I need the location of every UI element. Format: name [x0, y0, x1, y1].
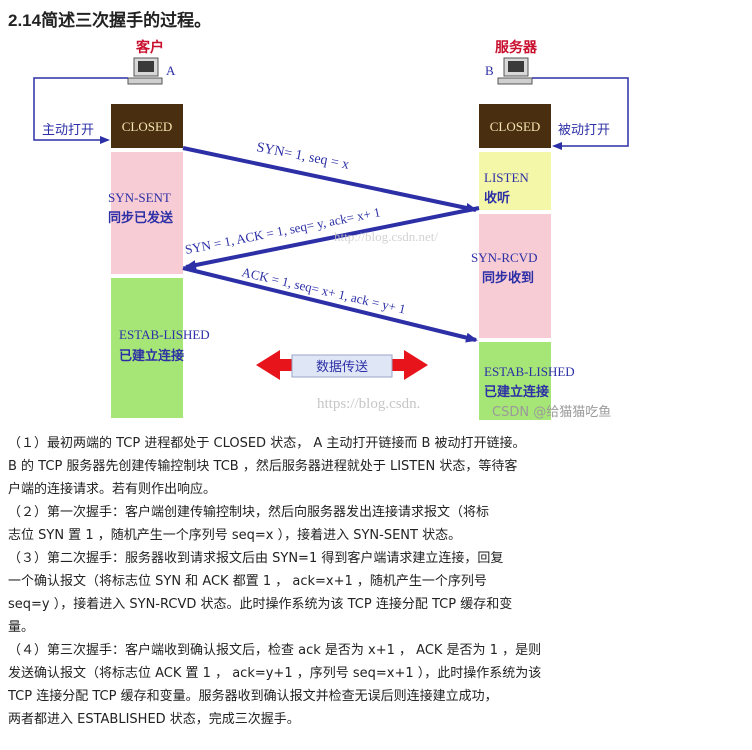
listen-cn-label: 收听	[484, 190, 510, 206]
syn-sent-box	[111, 152, 183, 274]
server-letter: B	[485, 63, 494, 78]
server-computer-icon	[497, 57, 533, 85]
syn-sent-cn-label: 同步已发送	[108, 210, 174, 226]
passive-open-arrow	[532, 77, 629, 150]
server-established-label: ESTAB-LISHED	[484, 364, 575, 379]
syn-rcvd-box	[479, 214, 551, 338]
syn-ack-arrow	[184, 206, 480, 270]
paragraph-step-2: （２）第一次握手：客户端创建传输控制块，然后向服务器发出连接请求报文（将标 志位…	[8, 505, 490, 543]
client-closed-box	[111, 104, 183, 148]
ack-arrow	[182, 266, 478, 343]
client-closed-label: CLOSED	[122, 119, 173, 134]
data-transfer-label: 数据传送	[316, 360, 368, 375]
listen-label: LISTEN	[484, 170, 529, 185]
active-open-arrow	[33, 77, 128, 144]
csdn-credit: CSDN @给猫猫吃鱼	[492, 404, 611, 420]
watermark-bottom: https://blog.csdn.	[317, 396, 420, 412]
server-title: 服务器	[495, 39, 538, 56]
client-letter: A	[166, 63, 176, 78]
syn-sent-label: SYN-SENT	[108, 190, 171, 205]
client-established-label: ESTAB-LISHED	[119, 327, 210, 342]
paragraph-step-4: （４）第三次握手：客户端收到确认报文后，检查 ack 是否为 x+1 ， ACK…	[8, 643, 542, 727]
ack-message: ACK = 1, seq= x+ 1, ack = y+ 1	[240, 264, 407, 316]
client-established-box	[111, 278, 183, 418]
client-established-cn-label: 已建立连接	[119, 348, 184, 364]
syn-arrow	[182, 146, 478, 213]
server-closed-label: CLOSED	[490, 119, 541, 134]
client-computer-icon	[127, 57, 163, 85]
server-established-box	[479, 342, 551, 420]
client-title: 客户	[135, 39, 164, 56]
handshake-diagram: 客户 服务器 A B CLOSED SYN-SENT 同步已发送 ESTAB-L…	[24, 34, 638, 427]
watermark-mid: http://blog.csdn.net/	[334, 229, 438, 244]
paragraph-step-3: （３）第二次握手：服务器收到请求报文后由 SYN=1 得到客户端请求建立连接，回…	[8, 551, 513, 635]
active-open-label: 主动打开	[42, 123, 94, 138]
syn-rcvd-cn-label: 同步收到	[482, 270, 534, 286]
listen-box	[479, 152, 551, 210]
page-title: 2.14简述三次握手的过程。	[8, 11, 212, 30]
paragraph-step-1: （１）最初两端的 TCP 进程都处于 CLOSED 状态， A 主动打开链接而 …	[8, 436, 526, 497]
syn-rcvd-label: SYN-RCVD	[471, 250, 537, 265]
server-closed-box	[479, 104, 551, 148]
server-established-cn-label: 已建立连接	[484, 384, 549, 400]
data-transfer-arrow	[256, 350, 428, 380]
passive-open-label: 被动打开	[558, 123, 610, 138]
